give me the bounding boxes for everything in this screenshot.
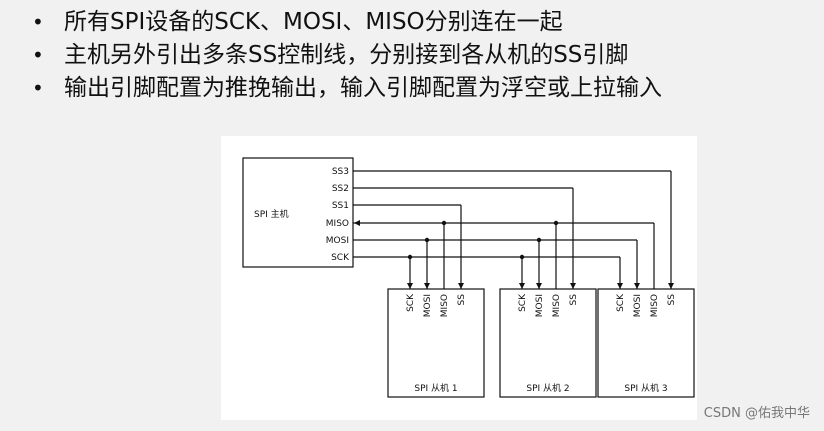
slave-pin-ss: SS [457, 294, 467, 306]
slave-pin-mosi: MOSI [633, 294, 643, 317]
mosi-junction [536, 237, 542, 243]
sck-junction [407, 254, 413, 260]
slave-pin-miso: MISO [552, 294, 562, 317]
miso-junction [553, 220, 559, 226]
slave-label-1: SPI 从机 1 [414, 382, 457, 394]
master-pin-ss1: SS1 [332, 201, 349, 211]
slave-pin-miso: MISO [650, 294, 660, 317]
bullet-dot: • [32, 43, 44, 67]
sck-arrow [407, 283, 413, 289]
ss2-line-arrow [570, 283, 576, 289]
slave-box-2 [499, 288, 597, 398]
slave-box-3 [597, 288, 695, 398]
master-pin-mosi: MOSI [326, 236, 349, 246]
master-box [242, 157, 354, 268]
master-label: SPI 主机 [254, 208, 289, 220]
bullet-text: 所有SPI设备的SCK、MOSI、MISO分别连在一起 [64, 9, 563, 35]
slave-pin-sck: SCK [616, 293, 626, 312]
miso-junction [441, 220, 447, 226]
bullet-list: • 所有SPI设备的SCK、MOSI、MISO分别连在一起 • 主机另外引出多条… [30, 6, 662, 105]
sck-arrow [617, 283, 623, 289]
ss1-line-arrow [458, 283, 464, 289]
slave-pin-mosi: MOSI [535, 294, 545, 317]
slave-pin-sck: SCK [406, 293, 416, 312]
bullet-item: • 主机另外引出多条SS控制线，分别接到各从机的SS引脚 [30, 39, 662, 72]
mosi-arrow [536, 283, 542, 289]
sck-junction [519, 254, 525, 260]
sck-arrow [519, 283, 525, 289]
mosi-arrow [634, 283, 640, 289]
bullet-item: • 输出引脚配置为推挽输出，输入引脚配置为浮空或上拉输入 [30, 72, 662, 105]
bullet-item: • 所有SPI设备的SCK、MOSI、MISO分别连在一起 [30, 6, 662, 39]
bullet-text: 主机另外引出多条SS控制线，分别接到各从机的SS引脚 [64, 42, 629, 68]
watermark: CSDN @佑我中华 [703, 406, 810, 421]
slave-box-1 [387, 288, 485, 398]
miso-arrow [354, 220, 360, 226]
master-pin-ss2: SS2 [332, 184, 349, 194]
master-pin-sck: SCK [331, 253, 350, 263]
bullet-dot: • [32, 10, 44, 34]
slave-pin-ss: SS [667, 294, 677, 306]
slave-pin-sck: SCK [518, 293, 528, 312]
slave-label-3: SPI 从机 3 [624, 382, 667, 394]
bullet-dot: • [32, 76, 44, 100]
slave-pin-mosi: MOSI [423, 294, 433, 317]
master-pin-miso: MISO [326, 219, 349, 229]
mosi-junction [424, 237, 430, 243]
slave-label-2: SPI 从机 2 [526, 382, 569, 394]
ss3-line-arrow [668, 283, 674, 289]
slave-pin-ss: SS [569, 294, 579, 306]
mosi-arrow [424, 283, 430, 289]
slave-pin-miso: MISO [440, 294, 450, 317]
bullet-text: 输出引脚配置为推挽输出，输入引脚配置为浮空或上拉输入 [64, 75, 662, 101]
master-pin-ss3: SS3 [332, 167, 349, 177]
